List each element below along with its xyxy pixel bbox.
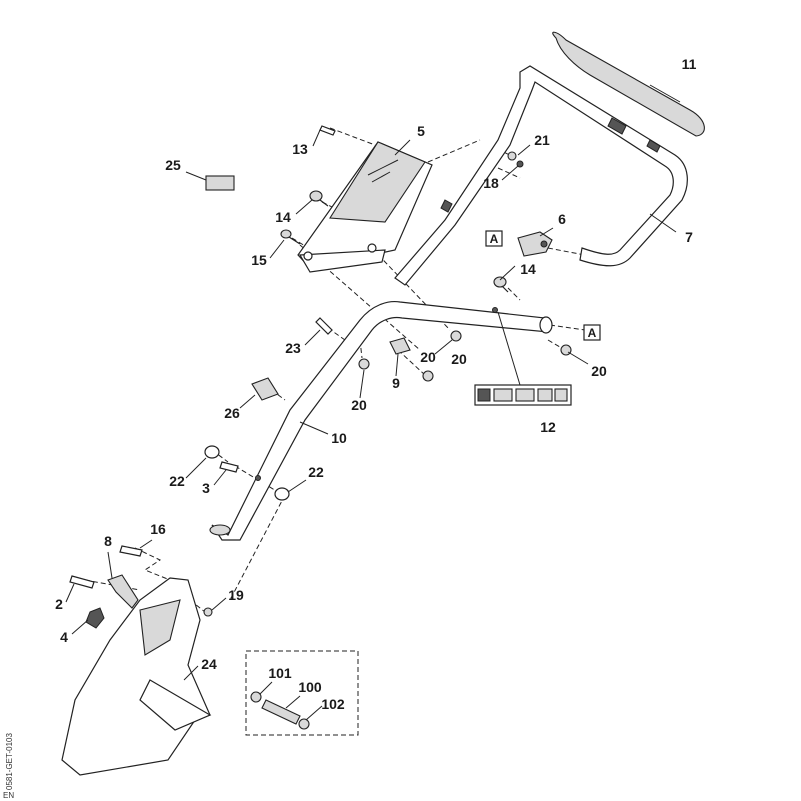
- reference-box-a-upper: A: [485, 230, 503, 247]
- label-5: 5: [417, 123, 425, 139]
- svg-text:A: A: [490, 232, 499, 246]
- bracket-housing: [61, 577, 212, 776]
- label-14-lower: 14: [520, 261, 536, 277]
- label-3: 3: [202, 480, 210, 496]
- label-20-d: 20: [351, 397, 367, 413]
- label-102: 102: [321, 696, 345, 712]
- label-20-a: 20: [420, 349, 436, 365]
- label-101: 101: [268, 665, 292, 681]
- label-4: 4: [60, 629, 68, 645]
- label-21: 21: [534, 132, 550, 148]
- label-20-c: 20: [591, 363, 607, 379]
- label-18: 18: [483, 175, 499, 191]
- svg-text:A: A: [588, 326, 597, 340]
- label-20-b: 20: [451, 351, 467, 367]
- part-7-upper-handle: [394, 65, 688, 286]
- label-22-left: 22: [169, 473, 185, 489]
- label-23: 23: [285, 340, 301, 356]
- label-19: 19: [228, 587, 244, 603]
- label-100: 100: [298, 679, 322, 695]
- part-6-clip: [517, 231, 553, 257]
- part-5-cover: [297, 141, 433, 273]
- label-11: 11: [682, 56, 697, 72]
- label-26: 26: [224, 405, 240, 421]
- label-14-upper: 14: [275, 209, 291, 225]
- label-8: 8: [104, 533, 112, 549]
- part-11-grip: [552, 31, 705, 137]
- label-22-right: 22: [308, 464, 324, 480]
- inset-box: [245, 650, 359, 736]
- part-10-lower-handle: [209, 300, 553, 541]
- label-16: 16: [150, 521, 166, 537]
- label-7: 7: [685, 229, 693, 245]
- label-25: 25: [165, 157, 181, 173]
- language-tag: EN: [3, 791, 14, 800]
- label-15: 15: [251, 252, 267, 268]
- reference-box-a-lower: A: [583, 324, 601, 341]
- document-code: 0581-GET-0103: [5, 733, 14, 790]
- part-25-decal: [205, 175, 235, 191]
- label-12: 12: [540, 419, 556, 435]
- label-6: 6: [558, 211, 566, 227]
- label-2: 2: [55, 596, 63, 612]
- part-12-decal: [474, 311, 572, 406]
- label-leaders: [65, 129, 677, 721]
- label-24: 24: [201, 656, 217, 672]
- label-9: 9: [392, 375, 400, 391]
- label-13: 13: [292, 141, 308, 157]
- label-10: 10: [331, 430, 347, 446]
